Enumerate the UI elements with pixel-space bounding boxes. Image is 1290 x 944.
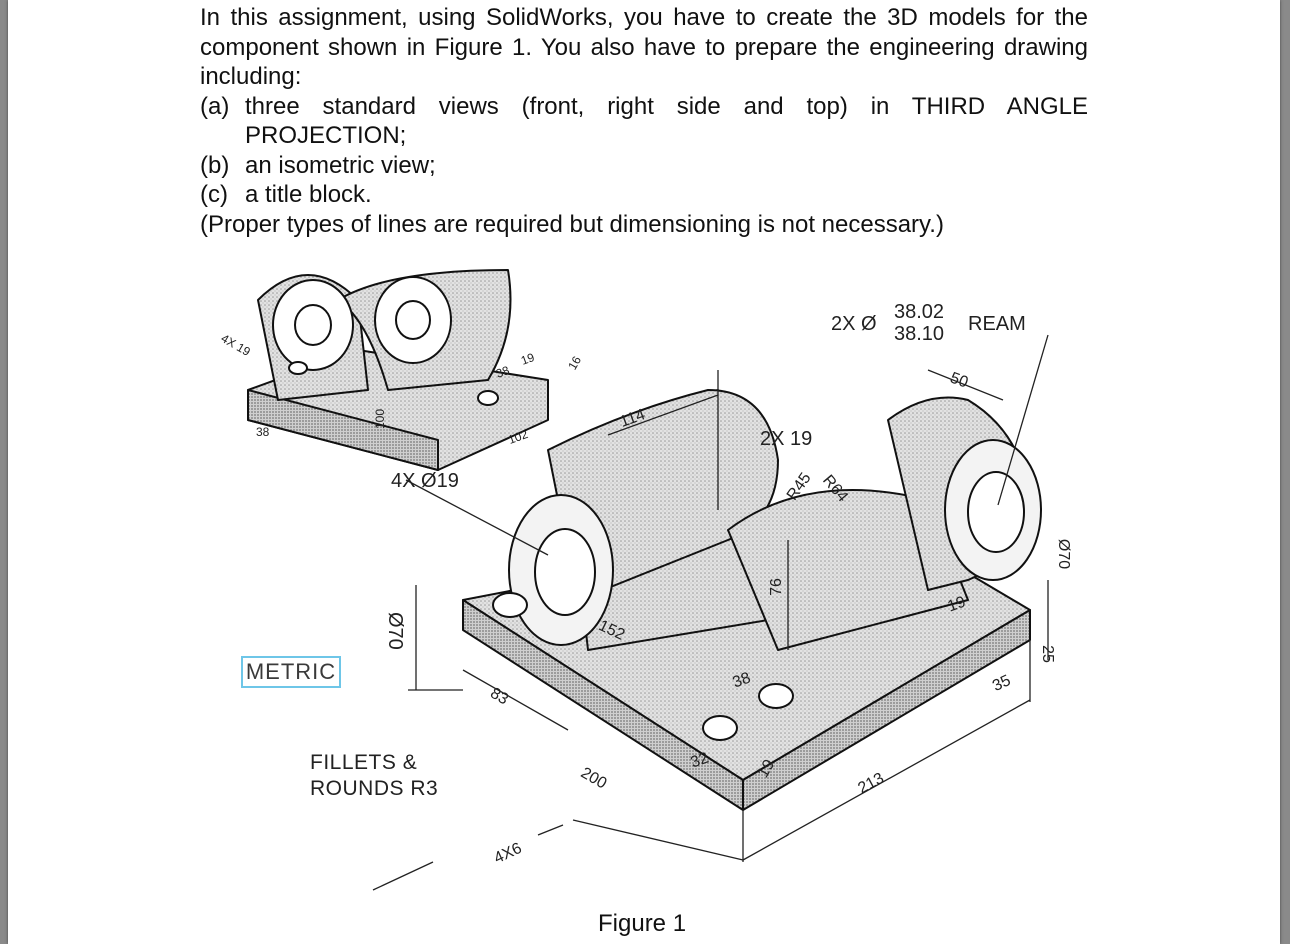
item-continuation: PROJECTION; [245, 122, 407, 149]
fillets-line-1: FILLETS & [310, 751, 418, 774]
dim-ream-suffix: REAM [968, 313, 1026, 335]
item-text: three standard views (front, right side … [245, 92, 1088, 120]
fillets-note: FILLETS & ROUNDS R3 [310, 750, 438, 802]
dim-ream-lower: 38.10 [894, 323, 945, 345]
isometric-drawing [247, 269, 1049, 891]
fillets-line-2: ROUNDS R3 [310, 777, 439, 800]
metric-label: METRIC [241, 656, 341, 688]
small-dim-100: 100 [373, 408, 388, 430]
dim-2x19: 2X 19 [760, 428, 813, 450]
dimensioning-note: (Proper types of lines are required but … [200, 210, 944, 238]
dim-bore-70: Ø70 [384, 612, 406, 650]
list-item: (b) an isometric view; [200, 151, 1088, 181]
document-page: In this assignment, using SolidWorks, yo… [8, 0, 1280, 944]
assignment-text: In this assignment, using SolidWorks, yo… [200, 3, 1088, 239]
dim-ream-upper: 38.02 [894, 301, 945, 323]
item-text: an isometric view; [245, 151, 436, 179]
item-label: (a) [200, 92, 230, 120]
dim-76: 76 [767, 578, 785, 596]
dim-25: 25 [1038, 645, 1056, 663]
dimension-lines [372, 334, 1049, 891]
dim-holes-4x19: 4X Ø19 [391, 470, 459, 492]
main-part-view [462, 389, 1042, 811]
item-text: a title block. [245, 181, 372, 208]
small-part-view [247, 269, 549, 471]
list-item: (a) three standard views (front, right s… [200, 92, 1088, 122]
dim-ream-prefix: 2X Ø [831, 313, 877, 335]
figure-caption: Figure 1 [598, 910, 687, 937]
list-item: (c) a title block. [200, 180, 1088, 210]
item-label: (b) [200, 151, 230, 179]
intro-paragraph: In this assignment, using SolidWorks, yo… [200, 4, 1088, 90]
small-dim-38: 38 [256, 425, 270, 439]
item-label: (c) [200, 181, 228, 208]
dim-70-right: Ø70 [1055, 538, 1073, 570]
